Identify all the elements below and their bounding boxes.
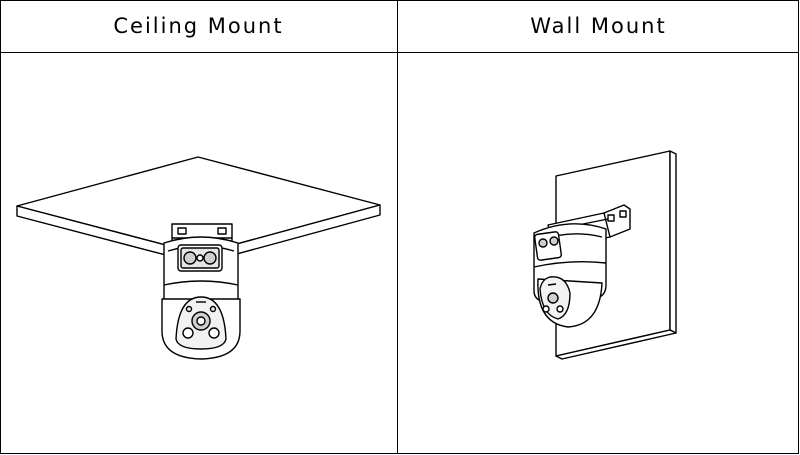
wall-camera — [534, 224, 606, 327]
wall-mount-cell — [398, 53, 799, 453]
ceiling-mount-cell — [0, 53, 397, 453]
ceiling-slab — [17, 157, 380, 264]
ceiling-camera — [162, 237, 240, 359]
ceiling-mount-header: Ceiling Mount — [113, 14, 284, 38]
ceiling-mount-illustration — [0, 53, 397, 453]
wall-mount-illustration — [398, 53, 799, 453]
column-divider — [397, 0, 398, 454]
header-divider — [0, 52, 799, 53]
wall-mount-header: Wall Mount — [530, 14, 667, 38]
